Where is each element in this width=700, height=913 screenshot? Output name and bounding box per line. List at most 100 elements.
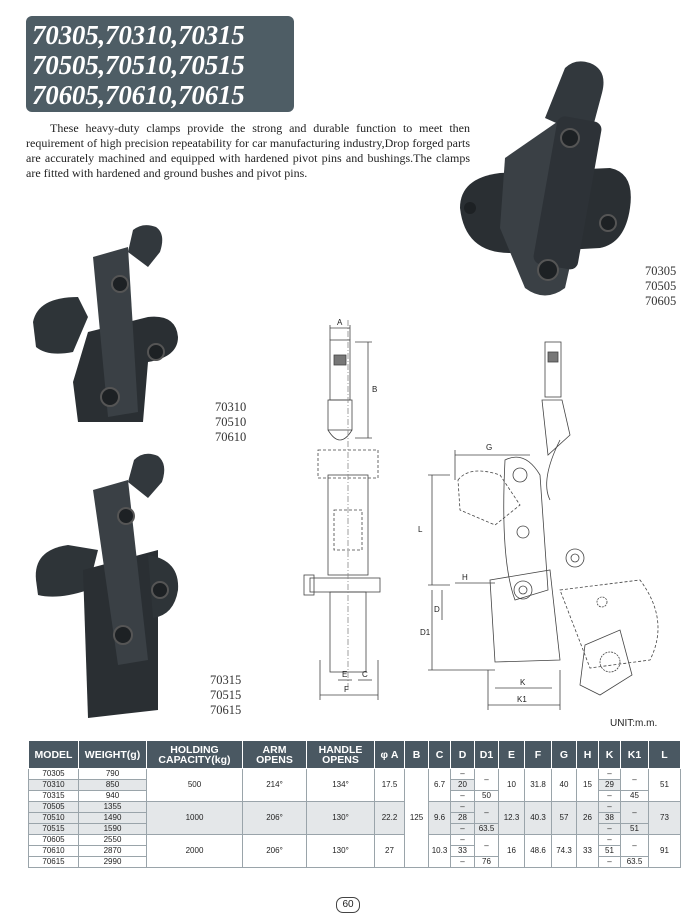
col-header: D1 <box>474 740 499 769</box>
h-cell: 33 <box>576 834 599 868</box>
col-header: WEIGHT(g) <box>78 740 147 769</box>
g-cell: 40 <box>551 768 577 802</box>
a-cell: 17.5 <box>374 768 405 802</box>
weight-cell: 790 <box>78 768 147 780</box>
dim-label-e: E <box>342 670 347 679</box>
model-label: 70605 <box>645 294 677 308</box>
model-label: 70315 <box>210 673 242 687</box>
col-header: L <box>648 740 681 769</box>
d-cell: – <box>450 834 475 846</box>
model-label: 70610 <box>215 430 247 444</box>
d-cell: – <box>450 823 475 835</box>
col-header: G <box>551 740 577 769</box>
weight-cell: 1590 <box>78 823 147 835</box>
model-cell: 70310 <box>28 779 79 791</box>
arm-opens-cell: 206° <box>242 834 307 868</box>
l-cell: 51 <box>648 768 681 802</box>
photo-label-group-2: 70310 70510 70610 <box>215 400 246 445</box>
table-row: 70610 2870 33 51 <box>28 845 681 857</box>
dim-label-d1: D1 <box>420 628 431 637</box>
col-header: H <box>576 740 599 769</box>
banner-line-2: 70505,70510,70515 <box>32 50 245 80</box>
d-cell: 33 <box>450 845 475 857</box>
k-cell: – <box>598 768 621 780</box>
model-label: 70515 <box>210 688 242 702</box>
table-row: 70505 1355 1000 206° 130° 22.2 9.6 – – 1… <box>28 801 681 835</box>
dim-label-h: H <box>462 573 468 582</box>
e-cell: 10 <box>498 768 525 802</box>
k-cell: – <box>598 856 621 868</box>
spec-table: MODEL WEIGHT(g) HOLDING CAPACITY(kg) ARM… <box>28 740 681 868</box>
col-header: MODEL <box>28 740 79 769</box>
d-cell: 20 <box>450 779 475 791</box>
d-cell: 28 <box>450 812 475 824</box>
weight-cell: 2870 <box>78 845 147 857</box>
g-cell: 74.3 <box>551 834 577 868</box>
col-header: C <box>428 740 451 769</box>
weight-cell: 850 <box>78 779 147 791</box>
d-cell: – <box>450 790 475 802</box>
d1-cell: – <box>474 834 499 857</box>
model-label: 70505 <box>645 279 677 293</box>
capacity-cell: 500 <box>146 768 243 802</box>
weight-cell: 940 <box>78 790 147 802</box>
weight-cell: 2550 <box>78 834 147 846</box>
d1-cell: – <box>474 801 499 824</box>
banner-line-3: 70605,70610,70615 <box>32 80 245 110</box>
dim-label-f: F <box>344 685 349 694</box>
k1-cell: – <box>620 768 649 791</box>
col-header: K <box>598 740 621 769</box>
model-cell: 70505 <box>28 801 79 813</box>
clamp-photo-70305 <box>460 61 631 296</box>
col-header: φ A <box>374 740 405 769</box>
k1-cell: – <box>620 801 649 824</box>
model-cell: 70615 <box>28 856 79 868</box>
col-header: F <box>524 740 552 769</box>
c-cell: 6.7 <box>428 768 451 802</box>
model-cell: 70605 <box>28 834 79 846</box>
k-cell: 29 <box>598 779 621 791</box>
banner-line-1: 70305,70310,70315 <box>32 20 245 50</box>
model-cell: 70610 <box>28 845 79 857</box>
model-label: 70310 <box>215 400 247 414</box>
technical-drawing: A B E C F <box>303 318 659 710</box>
d1-cell: 50 <box>474 790 499 802</box>
handle-opens-cell: 130° <box>306 801 375 835</box>
d-cell: – <box>450 801 475 813</box>
b-cell: 125 <box>404 768 429 868</box>
col-header: B <box>404 740 429 769</box>
f-cell: 40.3 <box>524 801 552 835</box>
capacity-cell: 2000 <box>146 834 243 868</box>
dim-label-g: G <box>486 443 492 452</box>
a-cell: 27 <box>374 834 405 868</box>
weight-cell: 2990 <box>78 856 147 868</box>
handle-opens-cell: 134° <box>306 768 375 802</box>
title-banner: 70305,70310,70315 70505,70510,70515 7060… <box>26 16 294 112</box>
f-cell: 31.8 <box>524 768 552 802</box>
d-cell: – <box>450 856 475 868</box>
a-cell: 22.2 <box>374 801 405 835</box>
l-cell: 73 <box>648 801 681 835</box>
arm-opens-cell: 206° <box>242 801 307 835</box>
model-label: 70510 <box>215 415 247 429</box>
dim-label-b: B <box>372 385 377 394</box>
photo-label-group-1: 70305 70505 70605 <box>645 264 676 309</box>
g-cell: 57 <box>551 801 577 835</box>
capacity-cell: 1000 <box>146 801 243 835</box>
d1-cell: 76 <box>474 856 499 868</box>
table-row: 70615 2990 – 76 – 63.5 <box>28 856 681 868</box>
page-number: 60 <box>336 897 360 913</box>
k-cell: 38 <box>598 812 621 824</box>
side-view <box>428 341 659 710</box>
dim-label-c: C <box>362 670 368 679</box>
k1-cell: – <box>620 834 649 857</box>
table-header-row: MODEL WEIGHT(g) HOLDING CAPACITY(kg) ARM… <box>28 740 681 769</box>
k-cell: – <box>598 823 621 835</box>
front-view <box>303 320 381 700</box>
c-cell: 10.3 <box>428 834 451 868</box>
model-cell: 70510 <box>28 812 79 824</box>
col-header: D <box>450 740 475 769</box>
k-cell: 51 <box>598 845 621 857</box>
d1-cell: 63.5 <box>474 823 499 835</box>
clamp-photo-70310 <box>33 225 178 422</box>
